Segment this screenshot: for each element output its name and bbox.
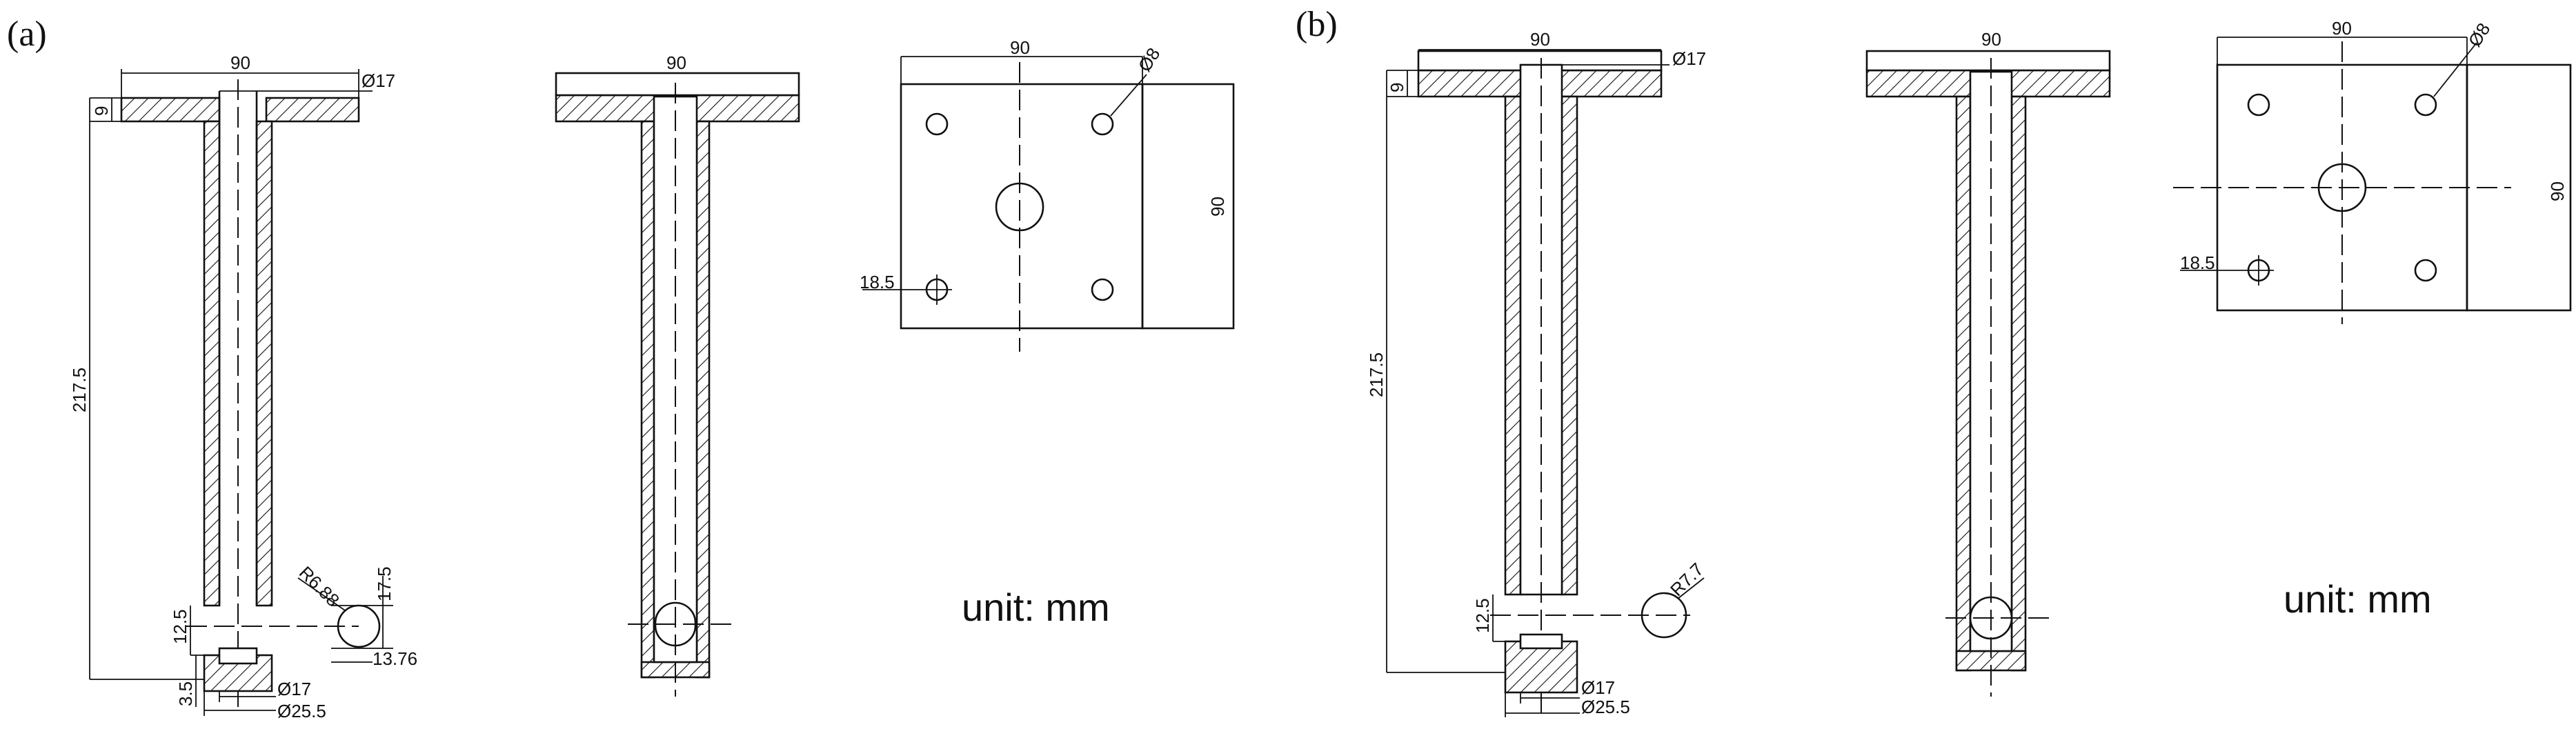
flange-top (555, 72, 800, 97)
dim-top-width: 90 (1981, 29, 2001, 50)
dim-top-width: 90 (230, 52, 250, 73)
tube-wall-right (1561, 95, 1578, 596)
panel-b-label: (b) (1296, 5, 1338, 44)
fillet-leader (297, 577, 346, 611)
bottom-plug (1504, 640, 1578, 694)
dim-flange-thickness: 9 (1387, 83, 1407, 92)
panel-a-unit: unit: mm (962, 586, 1110, 629)
fillet-leader (1677, 577, 1705, 599)
panel-b-plan-view: 90 90 Ø8 18.5 (2173, 18, 2572, 324)
bolt-hole (1091, 278, 1114, 301)
bolt-hole (1091, 112, 1114, 136)
dim-plan-hole: Ø8 (2464, 19, 2495, 50)
panel-a: (a) (7, 14, 1235, 721)
dim-top-hole: Ø17 (361, 70, 395, 91)
dim-length: 217.5 (69, 368, 90, 412)
panel-b-section-view: 90 Ø17 9 217.5 R7.7 12.5 Ø17 Ø25.5 (1366, 29, 1707, 717)
bolt-hole (2247, 93, 2270, 117)
dim-plan-height: 90 (2547, 181, 2568, 201)
dim-plan-offset: 18.5 (860, 272, 895, 292)
dim-top-width: 90 (1530, 29, 1550, 50)
panel-a-section-view: 90 Ø17 9 217.5 R6.88 17.5 13.76 12.5 3.5… (69, 52, 417, 721)
dim-plan-offset: 18.5 (2180, 252, 2215, 273)
dim-slot-offset: 12.5 (1472, 598, 1493, 633)
panel-a-side-view: 90 (555, 52, 800, 697)
bolt-hole (2414, 93, 2437, 117)
dim-top-width: 90 (666, 52, 686, 73)
bolt-hole (2414, 259, 2437, 282)
dim-inner-dia: Ø17 (1581, 677, 1615, 698)
tube-wall-left (1504, 95, 1522, 596)
panel-a-plan-view: 90 90 Ø8 18.5 (860, 37, 1235, 352)
tube-wall-left (203, 120, 221, 607)
dim-slot-height: 17.5 (374, 566, 395, 601)
dim-plan-width: 90 (1010, 37, 1030, 58)
dim-slot-offset: 12.5 (170, 609, 190, 644)
tube-wall-right (2010, 95, 2027, 672)
panel-b-unit: unit: mm (2283, 577, 2432, 621)
plug-bore (218, 647, 258, 665)
center-hole (995, 182, 1044, 232)
hole-leader (1110, 74, 1147, 117)
bolt-hole (925, 112, 949, 136)
tube-wall-right (255, 120, 273, 607)
plan-side-strip (1141, 83, 1235, 330)
dim-slot-width: 13.76 (373, 648, 417, 669)
dim-base-thickness: 3.5 (175, 681, 196, 706)
dim-inner-dia: Ø17 (277, 679, 311, 699)
plug-bore (1519, 633, 1563, 650)
dim-outer-dia: Ø25.5 (277, 701, 326, 721)
dim-top-hole: Ø17 (1672, 48, 1706, 69)
center-hole (2317, 163, 2367, 212)
panel-a-label: (a) (7, 14, 47, 54)
hole-leader (2433, 42, 2477, 97)
dim-outer-dia: Ø25.5 (1581, 697, 1630, 717)
slot-fillet-detail (1641, 592, 1687, 639)
dim-length: 217.5 (1366, 352, 1387, 397)
dim-flange-thickness: 9 (91, 106, 112, 116)
tube-wall-left (640, 120, 655, 679)
flange-left (120, 97, 221, 123)
panel-b: (b) 90 (1296, 5, 2572, 717)
dim-plan-hole: Ø8 (1134, 44, 1165, 75)
dim-plan-width: 90 (2332, 18, 2352, 39)
flange-top (1865, 50, 2111, 72)
flange-right (265, 97, 360, 123)
panel-b-side-view: 90 (1865, 29, 2111, 697)
tube-wall-left (1955, 95, 1972, 672)
tube-wall-right (695, 120, 711, 679)
dim-plan-height: 90 (1207, 197, 1228, 217)
dim-fillet: R6.88 (295, 562, 344, 610)
